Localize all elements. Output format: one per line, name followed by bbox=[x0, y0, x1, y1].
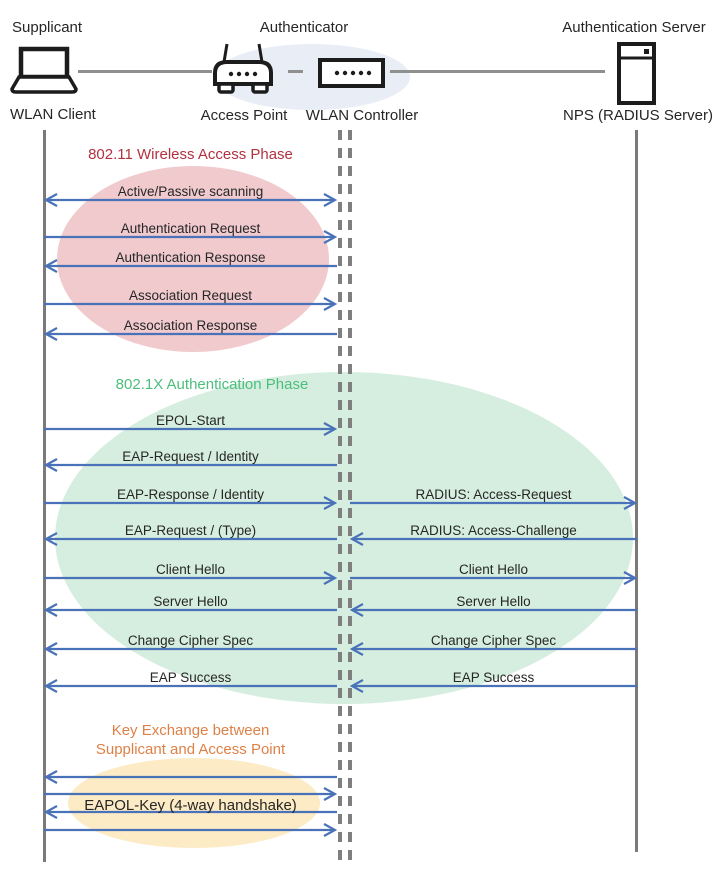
phase2-title: 802.1X Authentication Phase bbox=[115, 376, 309, 393]
message-row: EAP-Request / Identity bbox=[44, 449, 337, 473]
message-row: Association Request bbox=[44, 288, 337, 312]
arrow-right-icon bbox=[44, 422, 337, 436]
phase1-ellipse bbox=[57, 166, 329, 352]
message-row: Authentication Request bbox=[44, 221, 337, 245]
phase3-ellipse bbox=[68, 758, 320, 848]
role-authentication-server: Authentication Server bbox=[562, 19, 706, 36]
arrow-right-icon bbox=[44, 230, 337, 244]
arrow-left-icon bbox=[44, 458, 337, 472]
message-label: Server Hello bbox=[153, 594, 228, 609]
message-label: Change Cipher Spec bbox=[127, 633, 254, 648]
arrow-right-icon bbox=[44, 297, 337, 311]
arrow-left-icon bbox=[44, 679, 337, 693]
message-row: Change Cipher Spec bbox=[350, 633, 637, 657]
arrow-right-icon bbox=[44, 496, 337, 510]
message-row bbox=[44, 769, 337, 785]
message-label: RADIUS: Access-Challenge bbox=[410, 523, 577, 538]
node-label-wlan-client: WLAN Client bbox=[10, 106, 96, 123]
message-row: RADIUS: Access-Request bbox=[350, 487, 637, 511]
message-label: Association Request bbox=[128, 288, 253, 303]
message-row: Change Cipher Spec bbox=[44, 633, 337, 657]
arrow-left-icon bbox=[44, 603, 337, 617]
arrow-right-icon bbox=[350, 571, 637, 585]
message-label: Client Hello bbox=[155, 562, 226, 577]
role-supplicant: Supplicant bbox=[12, 19, 83, 36]
connector-dash bbox=[288, 70, 303, 73]
message-row: EAP Success bbox=[350, 670, 637, 694]
message-row: Authentication Response bbox=[44, 250, 337, 274]
message-label: Active/Passive scanning bbox=[117, 184, 264, 199]
arrow-left-icon bbox=[44, 805, 337, 819]
message-row: RADIUS: Access-Challenge bbox=[350, 523, 637, 547]
message-label: Authentication Request bbox=[120, 221, 261, 236]
arrow-left-icon bbox=[44, 259, 337, 273]
message-label: Server Hello bbox=[456, 594, 531, 609]
message-label: Authentication Response bbox=[115, 250, 266, 265]
node-label-wlan-controller: WLAN Controller bbox=[305, 107, 419, 124]
arrow-right-icon bbox=[44, 787, 337, 801]
message-row: EAP-Response / Identity bbox=[44, 487, 337, 511]
arrow-left-icon bbox=[350, 603, 637, 617]
connector-line bbox=[390, 70, 605, 73]
message-row: Client Hello bbox=[350, 562, 637, 586]
phase1-title: 802.11 Wireless Access Phase bbox=[88, 146, 293, 163]
arrow-left-icon bbox=[44, 642, 337, 656]
message-label: RADIUS: Access-Request bbox=[415, 487, 572, 502]
node-label-nps-radius-server: NPS (RADIUS Server) bbox=[562, 107, 713, 124]
message-row: EAPOL-Key (4-way handshake) bbox=[44, 797, 337, 820]
message-label: EPOL-Start bbox=[155, 413, 226, 428]
message-label: EAPOL-Key (4-way handshake) bbox=[84, 797, 297, 814]
lifeline-controller-dashed-right bbox=[348, 130, 352, 861]
laptop-icon bbox=[8, 45, 80, 95]
phase3-title-line1: Key Exchange between bbox=[111, 722, 270, 739]
message-label: EAP-Request / (Type) bbox=[124, 523, 257, 538]
phase3-title: Key Exchange between Supplicant and Acce… bbox=[44, 721, 337, 759]
arrow-left-icon bbox=[350, 642, 637, 656]
message-label: EAP-Response / Identity bbox=[116, 487, 265, 502]
arrow-left-icon bbox=[350, 679, 637, 693]
message-row: EAP-Request / (Type) bbox=[44, 523, 337, 547]
message-row bbox=[44, 822, 337, 838]
message-row: EAP Success bbox=[44, 670, 337, 694]
message-row: Server Hello bbox=[44, 594, 337, 618]
message-row bbox=[44, 786, 337, 802]
lifeline-controller-dashed-left bbox=[338, 130, 342, 861]
message-label: EAP-Request / Identity bbox=[122, 449, 259, 464]
message-row: Active/Passive scanning bbox=[44, 184, 337, 208]
arrow-left-icon bbox=[44, 770, 337, 784]
wlan-controller-icon bbox=[318, 58, 386, 88]
arrow-right-icon bbox=[44, 823, 337, 837]
phase3-title-line2: Supplicant and Access Point bbox=[95, 741, 286, 758]
arrow-right-icon bbox=[350, 496, 637, 510]
access-point-icon bbox=[210, 42, 276, 96]
arrow-left-icon bbox=[350, 532, 637, 546]
message-label: EAP Success bbox=[149, 670, 232, 685]
role-authenticator: Authenticator bbox=[259, 19, 349, 36]
message-row: Client Hello bbox=[44, 562, 337, 586]
message-row: EPOL-Start bbox=[44, 413, 337, 437]
node-label-access-point: Access Point bbox=[200, 107, 288, 124]
message-row: Server Hello bbox=[350, 594, 637, 618]
message-label: Association Response bbox=[123, 318, 258, 333]
arrow-both-icon bbox=[44, 193, 337, 207]
arrow-left-icon bbox=[44, 327, 337, 341]
message-label: Client Hello bbox=[458, 562, 529, 577]
arrow-left-icon bbox=[44, 532, 337, 546]
lifeline-wlan-client bbox=[43, 130, 46, 862]
server-icon bbox=[617, 42, 657, 105]
message-label: Change Cipher Spec bbox=[430, 633, 557, 648]
message-row: Association Response bbox=[44, 318, 337, 342]
message-label: EAP Success bbox=[452, 670, 535, 685]
lifeline-radius-server bbox=[635, 130, 638, 852]
connector-line bbox=[78, 70, 212, 73]
arrow-right-icon bbox=[44, 571, 337, 585]
